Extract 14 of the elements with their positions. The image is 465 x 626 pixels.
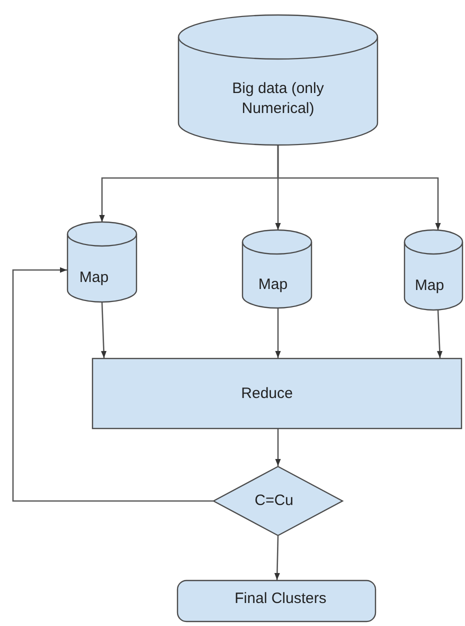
arrow bbox=[100, 302, 107, 358]
node-label: Map bbox=[258, 275, 288, 295]
arrow bbox=[436, 310, 442, 358]
arrow bbox=[275, 308, 281, 358]
arrow bbox=[274, 536, 280, 580]
node-label: C=Cu bbox=[254, 491, 294, 511]
node-label: Final Clusters bbox=[234, 589, 326, 609]
node-label: Map bbox=[79, 268, 109, 288]
arrow bbox=[275, 429, 281, 466]
arrow bbox=[277, 145, 441, 230]
arrow bbox=[12, 267, 213, 502]
node-label: Big data (only Numerical) bbox=[231, 79, 325, 118]
node-label: Reduce bbox=[241, 384, 293, 404]
node-label: Map bbox=[414, 276, 444, 296]
